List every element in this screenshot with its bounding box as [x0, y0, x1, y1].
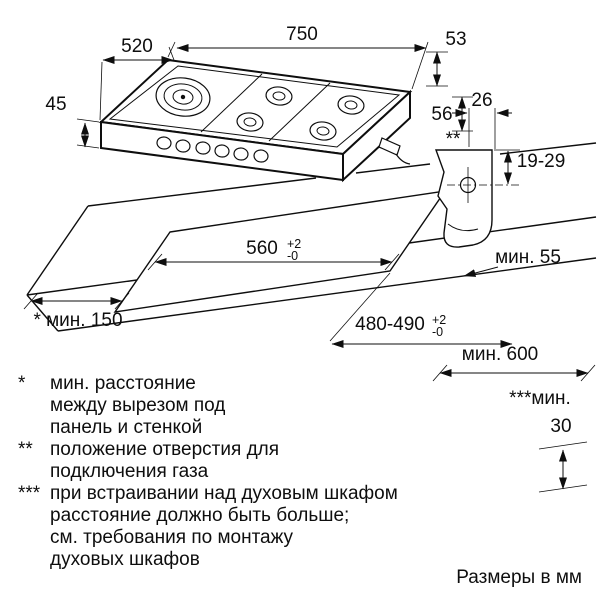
dim-min-150 [23, 292, 130, 310]
dim-53-label: 53 [445, 29, 466, 50]
dim-520-label: 520 [121, 36, 153, 57]
grate-divider [268, 82, 331, 142]
countertop-drawing [26, 142, 597, 332]
dim-45 [76, 118, 100, 149]
min-150-label: * мин. 150 [33, 310, 122, 331]
min-55-label: мин. 55 [495, 247, 561, 268]
min-30-label: ***мин. [509, 388, 571, 409]
units-note: Размеры в мм [456, 567, 582, 588]
cutout-depth-label: 480-490 [355, 314, 425, 335]
counter-left-edge [26, 205, 89, 296]
dim-560 [147, 253, 400, 271]
footnote-marker: * [18, 373, 26, 394]
dim-53 [426, 51, 448, 87]
min-30-value: 30 [550, 416, 571, 437]
dim-45-label: 45 [45, 94, 66, 115]
counter-front-bottom-edge [57, 257, 597, 332]
footnote-marker: ** [18, 439, 33, 460]
dim-520 [99, 46, 175, 121]
footnote-line: между вырезом под [50, 395, 225, 416]
counter-front-edge [26, 279, 138, 296]
min-600-label: мин. 600 [462, 344, 538, 365]
dim-750-label: 750 [286, 24, 318, 45]
hob-drawing [98, 58, 413, 183]
cutout-depth-tol-lower: -0 [432, 325, 443, 339]
counter-back-edge [87, 177, 317, 207]
dim-56-label: 56 [431, 104, 452, 125]
cutout-width-tol-upper: +2 [287, 237, 301, 251]
burner [265, 86, 293, 106]
dim-480-490 [329, 272, 513, 348]
counter-back-edge [499, 142, 597, 155]
footnote-line: положение отверстия для [50, 439, 279, 460]
dim-19-29-label: 19-29 [517, 151, 566, 172]
gas-hole-marker: ** [446, 129, 461, 150]
side-profile-outline [435, 149, 493, 248]
dim-750 [167, 41, 429, 90]
gas-connection-detail [435, 149, 519, 248]
pipe-curve [447, 223, 479, 232]
dimension-labels: 750 520 53 45 56 26 ** 19-29 мин. 55 560… [33, 24, 571, 437]
burner [337, 95, 365, 115]
cutout-width-label: 560 [246, 238, 278, 259]
dim-min-55 [463, 266, 499, 277]
cutout-outline [113, 190, 447, 313]
grate-divider [200, 73, 263, 133]
footnote-line: при встраивании над духовым шкафом [50, 483, 398, 504]
gas-inlet-stub [378, 137, 411, 165]
burner [236, 112, 264, 132]
footnote-line: мин. расстояние [50, 373, 196, 394]
footnote-line: см. требования по монтажу [50, 527, 294, 548]
cutout-width-tol-lower: -0 [287, 249, 298, 263]
footnote-marker: *** [18, 483, 41, 504]
footnote-line: панель и стенкой [50, 417, 202, 438]
hob-right-face [342, 89, 411, 183]
dim-26-label: 26 [471, 90, 492, 111]
wok-burner [155, 77, 211, 117]
dim-min-600 [432, 364, 596, 382]
counter-back-edge [355, 163, 431, 174]
dimension-lines [23, 41, 596, 493]
burner [309, 121, 337, 141]
footnote-line: расстояние должно быть больше; [50, 505, 349, 526]
dim-min-30 [538, 441, 588, 493]
footnote-line: подключения газа [50, 461, 209, 482]
counter-front-edge [408, 216, 597, 244]
footnotes: * мин. расстояние между вырезом под пане… [18, 373, 398, 570]
dim-26 [452, 108, 512, 149]
dim-56 [452, 96, 473, 132]
footnote-line: духовых шкафов [50, 549, 200, 570]
dim-19-29 [494, 149, 520, 185]
control-knobs [156, 136, 269, 163]
cutout-depth-tol-upper: +2 [432, 313, 446, 327]
grate-rim [108, 65, 401, 148]
